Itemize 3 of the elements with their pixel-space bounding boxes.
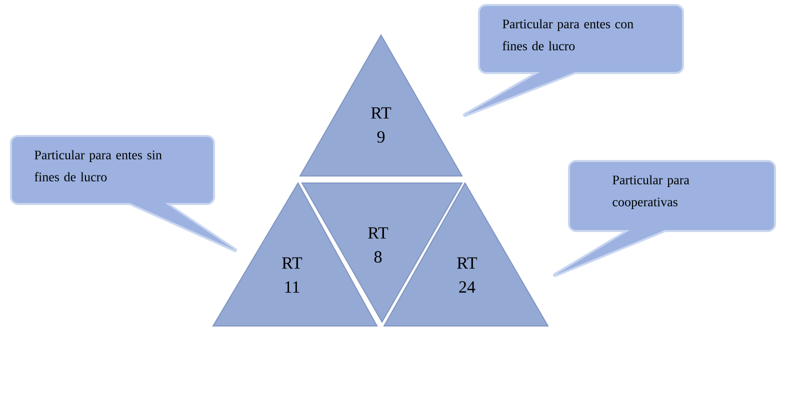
callout: Particular para entes sin fines de lucro: [10, 135, 237, 252]
callout: Particular para entes con fines de lucro: [463, 4, 684, 117]
callout: Particular para cooperativas: [553, 160, 776, 277]
